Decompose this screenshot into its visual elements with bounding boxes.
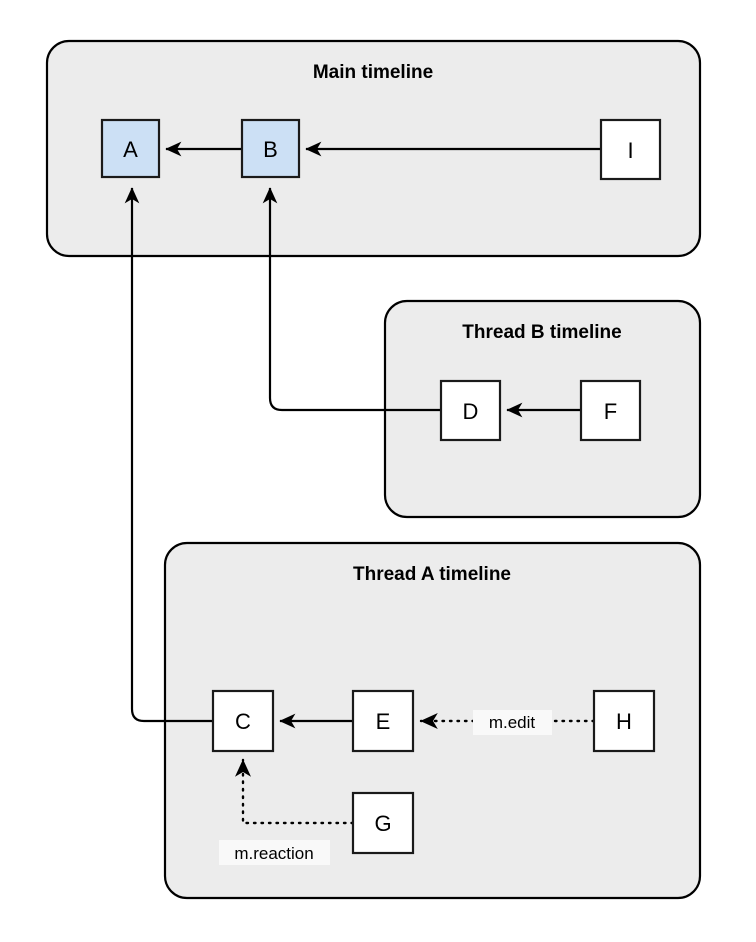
node-C-label: C [235, 709, 251, 734]
node-H-box[interactable] [592, 689, 656, 753]
node-E-box[interactable] [351, 689, 415, 753]
edge-c-to-a [124, 187, 213, 723]
node-I[interactable]: I [599, 118, 662, 181]
node-D-box[interactable] [439, 379, 502, 442]
node-F[interactable]: F [579, 379, 642, 442]
group-thread-a-timeline-title: Thread A timeline [353, 564, 511, 585]
node-F-label: F [604, 399, 617, 424]
group-thread-b-timeline-title: Thread B timeline [462, 322, 621, 343]
node-F-box[interactable] [579, 379, 642, 442]
node-B-box[interactable] [240, 118, 301, 179]
node-H-label: H [616, 709, 632, 734]
edge-d-to-b [262, 187, 441, 412]
node-C-box[interactable] [211, 689, 275, 753]
edge-label-m-edit-text: m.edit [489, 713, 536, 732]
node-D[interactable]: D [439, 379, 502, 442]
node-H[interactable]: H [592, 689, 656, 753]
node-G-box[interactable] [351, 791, 415, 855]
edge-label-m-edit: m.edit [473, 710, 552, 735]
edge-label-m-edit-backdrop [473, 710, 552, 735]
edge-label-m-reaction-text: m.reaction [234, 844, 313, 863]
node-E-label: E [376, 709, 391, 734]
edge-label-m-reaction: m.reaction [219, 840, 330, 865]
edge-g-to-c [235, 758, 355, 825]
node-A-box[interactable] [100, 118, 161, 179]
node-D-label: D [463, 399, 479, 424]
node-A[interactable]: A [100, 118, 161, 179]
node-G[interactable]: G [351, 791, 415, 855]
node-A-label: A [123, 137, 138, 162]
node-C[interactable]: C [211, 689, 275, 753]
node-G-label: G [374, 811, 391, 836]
node-B[interactable]: B [240, 118, 301, 179]
node-I-box[interactable] [599, 118, 662, 181]
node-I-label: I [627, 138, 633, 163]
edge-label-m-reaction-backdrop [219, 840, 330, 865]
node-B-label: B [263, 137, 278, 162]
group-main-timeline-title: Main timeline [313, 62, 433, 83]
node-E[interactable]: E [351, 689, 415, 753]
